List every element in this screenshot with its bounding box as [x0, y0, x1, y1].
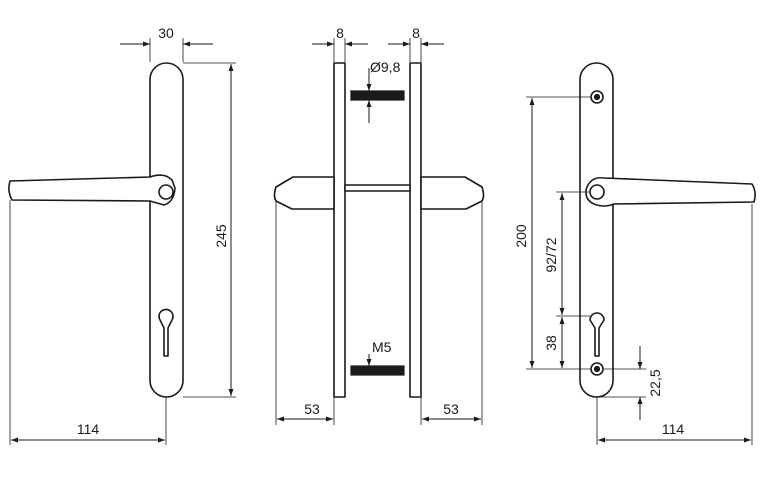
back-view: 200 92/72 38 22,5 114	[513, 62, 756, 445]
side-lever-left	[273, 176, 335, 210]
side-bolt-top	[350, 90, 405, 101]
back-keyhole-icon	[589, 312, 605, 357]
side-left-thickness-label: 8	[336, 25, 344, 41]
side-right-thickness-label: 8	[412, 25, 420, 41]
front-backplate	[149, 62, 184, 398]
side-lever-left-label: 53	[304, 401, 320, 417]
back-screw-bottom-inner	[593, 365, 601, 373]
back-lower-label: 38	[543, 335, 559, 351]
back-bottom-label: 22,5	[647, 369, 663, 396]
front-width-label: 30	[158, 25, 174, 41]
back-centers-label: 92/72	[543, 237, 559, 272]
side-spindle	[344, 184, 411, 192]
front-rose	[158, 184, 174, 200]
side-plate-right	[409, 62, 422, 398]
back-backplate	[579, 62, 614, 398]
front-lever-handle	[8, 174, 176, 206]
back-height-label: 200	[513, 224, 529, 248]
front-keyhole-icon	[158, 308, 174, 357]
side-lever-right	[420, 176, 485, 210]
back-screw-top-inner	[593, 93, 601, 101]
side-bolt-bottom	[350, 365, 405, 376]
front-view: 30 245 114	[8, 25, 236, 445]
side-bolt-diameter-label: Ø9,8	[370, 59, 401, 75]
side-lever-right-label: 53	[443, 401, 459, 417]
side-plate-left	[333, 62, 346, 398]
front-height-label: 245	[213, 224, 229, 248]
back-rose	[589, 184, 605, 200]
back-lever-handle	[585, 176, 756, 207]
front-proj-label: 114	[77, 421, 100, 437]
side-view: 8 8 Ø9,8 M5 53 53	[273, 25, 485, 425]
back-proj-label: 114	[662, 421, 685, 437]
side-screw-label: M5	[372, 339, 392, 355]
